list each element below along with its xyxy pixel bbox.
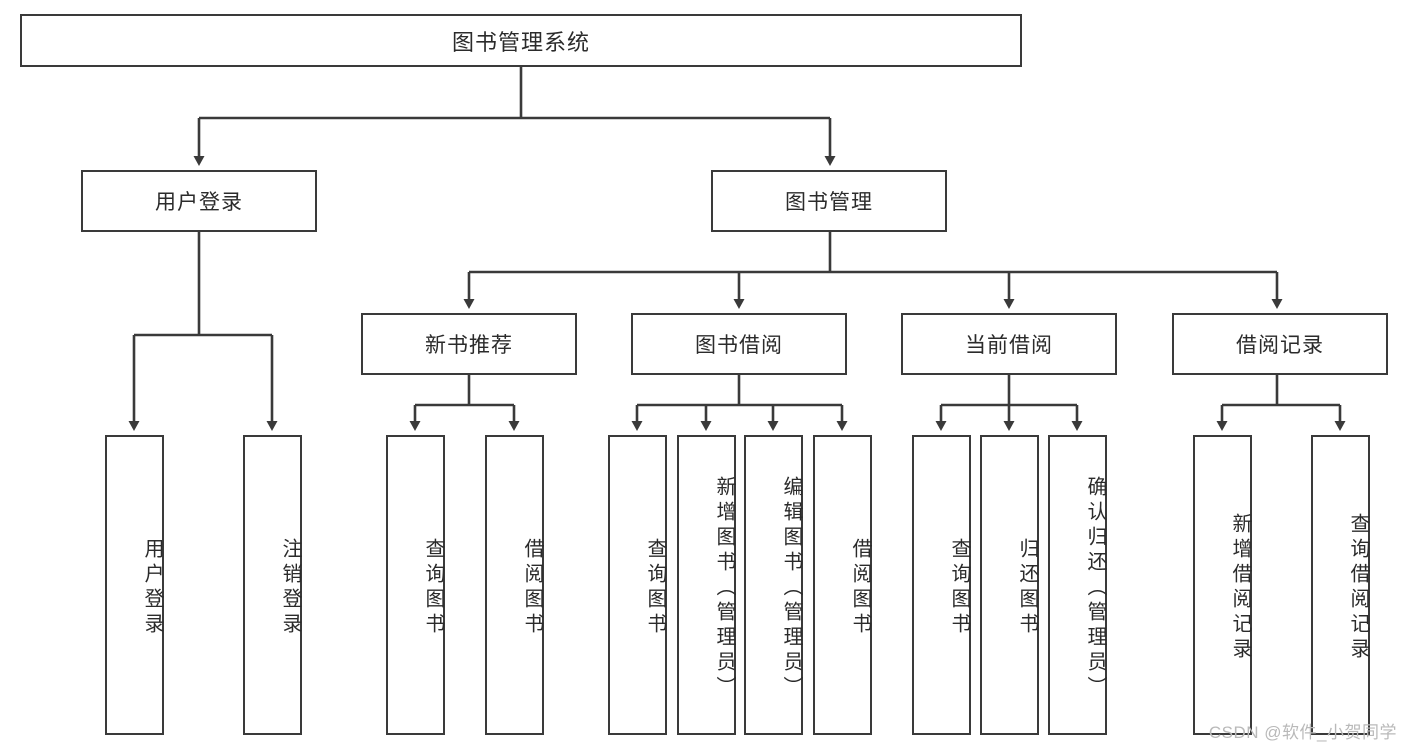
node-label: 查询图书 xyxy=(644,538,666,638)
node-label: 用户登录 xyxy=(141,538,163,638)
leaf-current-confirm-return-admin[interactable]: 确认归还（管理员） xyxy=(1048,435,1107,735)
node-book-borrow[interactable]: 图书借阅 xyxy=(631,313,847,375)
watermark: CSDN @软件_小贺同学 xyxy=(1208,723,1397,742)
node-label: 当前借阅 xyxy=(965,334,1053,357)
node-book-management[interactable]: 图书管理 xyxy=(711,170,947,232)
leaf-recommend-query-book[interactable]: 查询图书 xyxy=(386,435,445,735)
node-new-book-recommend[interactable]: 新书推荐 xyxy=(361,313,577,375)
node-user-login[interactable]: 用户登录 xyxy=(81,170,317,232)
leaf-current-return-book[interactable]: 归还图书 xyxy=(980,435,1039,735)
leaf-user-login-login[interactable]: 用户登录 xyxy=(105,435,164,735)
node-label: 图书管理 xyxy=(785,191,873,214)
node-label: 图书借阅 xyxy=(695,334,783,357)
leaf-borrow-add-book-admin[interactable]: 新增图书（管理员） xyxy=(677,435,736,735)
leaf-borrow-query-book[interactable]: 查询图书 xyxy=(608,435,667,735)
node-label: 新增图书（管理员） xyxy=(713,475,735,701)
node-label: 借阅图书 xyxy=(849,538,871,638)
node-label: 用户登录 xyxy=(155,191,243,214)
node-label: 查询借阅记录 xyxy=(1347,513,1369,663)
node-label: 归还图书 xyxy=(1016,538,1038,638)
node-label: 查询图书 xyxy=(948,538,970,638)
leaf-user-login-logout[interactable]: 注销登录 xyxy=(243,435,302,735)
node-label: 图书管理系统 xyxy=(451,29,590,55)
node-label: 编辑图书（管理员） xyxy=(780,475,802,701)
node-root-system[interactable]: 图书管理系统 xyxy=(20,14,1022,67)
leaf-borrow-borrow-book[interactable]: 借阅图书 xyxy=(813,435,872,735)
node-label: 新增借阅记录 xyxy=(1229,513,1251,663)
node-label: 查询图书 xyxy=(422,538,444,638)
node-current-borrow[interactable]: 当前借阅 xyxy=(901,313,1117,375)
node-label: 新书推荐 xyxy=(425,334,513,357)
leaf-current-query-book[interactable]: 查询图书 xyxy=(912,435,971,735)
node-label: 借阅图书 xyxy=(521,538,543,638)
leaf-borrow-edit-book-admin[interactable]: 编辑图书（管理员） xyxy=(744,435,803,735)
leaf-record-add-record[interactable]: 新增借阅记录 xyxy=(1193,435,1252,735)
leaf-recommend-borrow-book[interactable]: 借阅图书 xyxy=(485,435,544,735)
node-label: 借阅记录 xyxy=(1236,334,1324,357)
leaf-record-query-record[interactable]: 查询借阅记录 xyxy=(1311,435,1370,735)
node-borrow-record[interactable]: 借阅记录 xyxy=(1172,313,1388,375)
node-label: 注销登录 xyxy=(279,538,301,638)
node-label: 确认归还（管理员） xyxy=(1084,475,1106,701)
